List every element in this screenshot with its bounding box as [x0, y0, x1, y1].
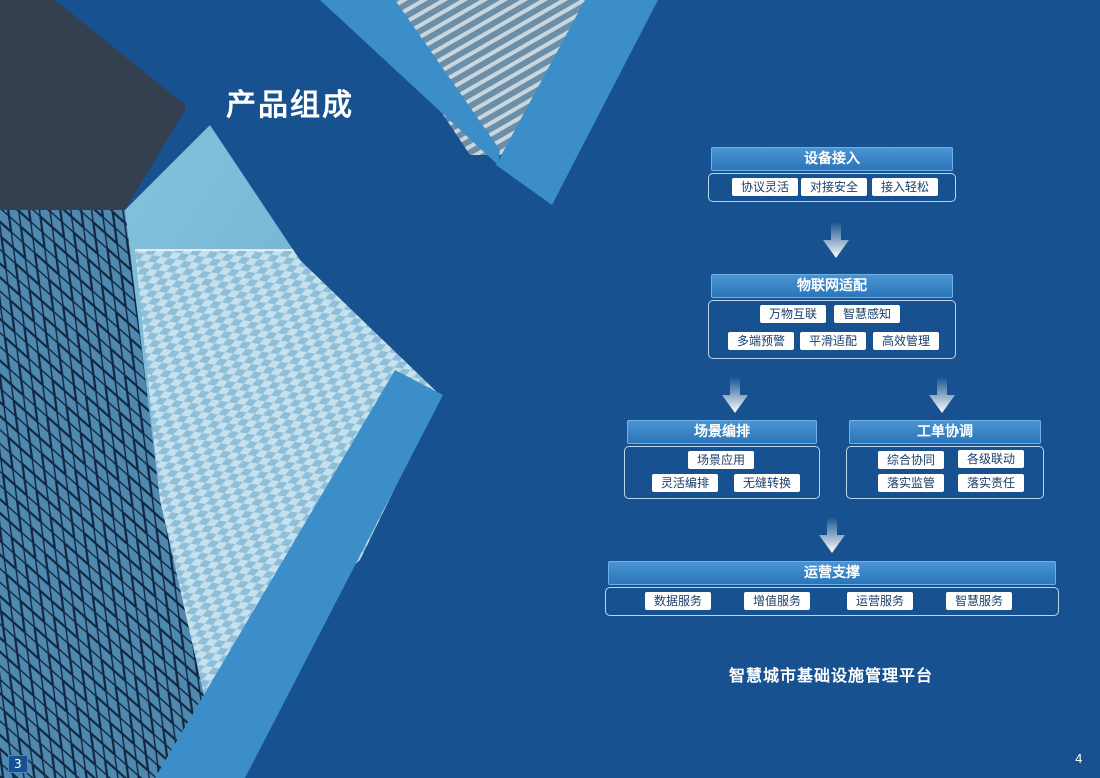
down-arrow-icon [819, 517, 845, 553]
feature-chip: 多端预警 [728, 332, 794, 350]
feature-chip: 接入轻松 [872, 178, 938, 196]
page-number-left: 3 [8, 755, 28, 773]
platform-name: 智慧城市基础设施管理平台 [728, 666, 933, 685]
feature-chip: 增值服务 [744, 592, 810, 610]
feature-chip: 高效管理 [873, 332, 939, 350]
down-arrow-icon [929, 377, 955, 413]
feature-chip: 智慧服务 [946, 592, 1012, 610]
feature-chip: 协议灵活 [732, 178, 798, 196]
feature-chip: 无缝转换 [734, 474, 800, 492]
module-body [708, 300, 956, 359]
feature-chip: 落实监管 [878, 474, 944, 492]
feature-chip: 平滑适配 [800, 332, 866, 350]
module-title: 设备接入 [711, 147, 953, 171]
feature-chip: 对接安全 [801, 178, 867, 196]
down-arrow-icon [823, 222, 849, 258]
module-workorder-coordination: 工单协调 综合协同 各级联动 落实监管 落实责任 [846, 420, 1044, 500]
module-title: 运营支撑 [608, 561, 1056, 585]
page-number-right: 4 [1075, 752, 1083, 766]
module-title: 物联网适配 [711, 274, 953, 298]
module-title: 工单协调 [849, 420, 1041, 444]
feature-chip: 综合协同 [878, 451, 944, 469]
module-title: 场景编排 [627, 420, 817, 444]
feature-chip: 数据服务 [645, 592, 711, 610]
feature-chip: 运营服务 [847, 592, 913, 610]
module-iot-adaptation: 物联网适配 万物互联 智慧感知 多端预警 平滑适配 高效管理 [708, 274, 956, 360]
feature-chip: 各级联动 [958, 450, 1024, 468]
module-device-access: 设备接入 协议灵活 对接安全 接入轻松 [708, 147, 956, 203]
module-scene-orchestration: 场景编排 场景应用 灵活编排 无缝转换 [624, 420, 820, 500]
feature-chip: 场景应用 [688, 451, 754, 469]
down-arrow-icon [722, 377, 748, 413]
page-title: 产品组成 [226, 88, 354, 123]
module-operations-support: 运营支撑 数据服务 增值服务 运营服务 智慧服务 [605, 561, 1059, 617]
feature-chip: 落实责任 [958, 474, 1024, 492]
feature-chip: 万物互联 [760, 305, 826, 323]
feature-chip: 灵活编排 [652, 474, 718, 492]
feature-chip: 智慧感知 [834, 305, 900, 323]
